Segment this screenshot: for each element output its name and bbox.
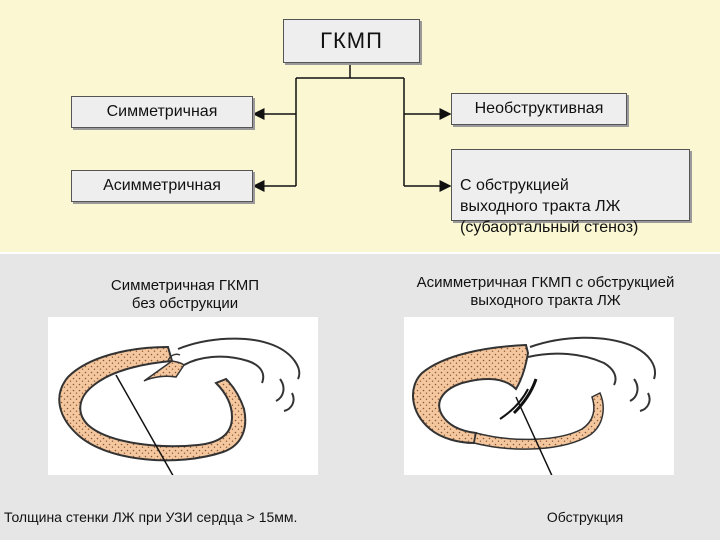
septal-hypertrophy xyxy=(411,343,530,445)
mitral-leaflet xyxy=(512,378,538,415)
symmetric-heart-image xyxy=(48,317,318,503)
ventricle-wall xyxy=(58,345,247,462)
root-label: ГКМП xyxy=(320,28,383,53)
obstruction-pointer-line xyxy=(515,396,565,503)
asymmetric-node: Асимметричная xyxy=(71,170,253,202)
obstructive-label: С обструкцией выходного тракта ЛЖ (субао… xyxy=(460,177,639,236)
nonobstructive-node: Необструктивная xyxy=(451,93,627,125)
nonobstructive-label: Необструктивная xyxy=(474,100,604,117)
right-panel-title: Асимметричная ГКМП с обструкцией выходно… xyxy=(416,274,675,309)
asymmetric-heart-image xyxy=(404,317,674,503)
root-node: ГКМП xyxy=(283,19,420,63)
symmetric-node: Симметричная xyxy=(71,96,253,128)
left-caption: Толщина стенки ЛЖ при УЗИ сердца > 15мм. xyxy=(4,509,298,525)
asymmetric-label: Асимметричная xyxy=(103,177,221,194)
left-panel-title: Симметричная ГКМП без обструкции xyxy=(110,277,260,312)
symmetric-label: Симметричная xyxy=(106,103,218,120)
right-caption: Обструкция xyxy=(546,509,624,525)
obstructive-node: С обструкцией выходного тракта ЛЖ (субао… xyxy=(451,149,690,236)
